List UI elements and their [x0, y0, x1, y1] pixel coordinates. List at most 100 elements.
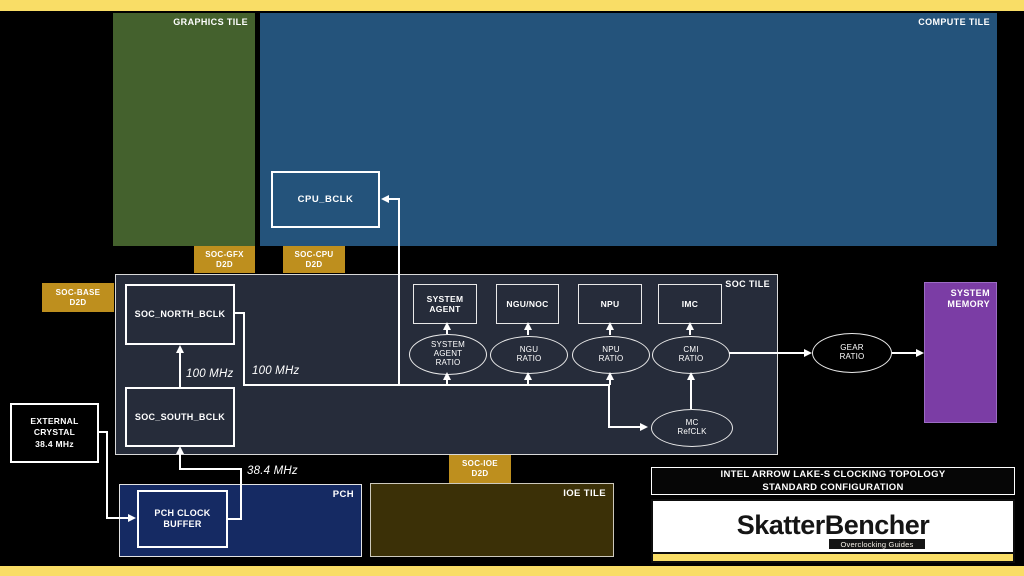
- arrow-into-ngu-ratio: [523, 372, 532, 380]
- skatterbencher-logo: SkatterBencher Overclocking Guides: [651, 499, 1015, 563]
- system-agent-ratio-label: SYSTEM AGENT RATIO: [430, 340, 466, 367]
- mc-refclk-ellipse: MC RefCLK: [651, 409, 733, 447]
- wire-crystal-down: [106, 431, 108, 519]
- system-agent-ratio-ellipse: SYSTEM AGENT RATIO: [409, 334, 487, 375]
- soc-north-bclk-box: SOC_NORTH_BCLK: [125, 284, 235, 345]
- cpu-bclk-box: CPU_BCLK: [271, 171, 380, 228]
- soc-gfx-d2d: SOC-GFX D2D: [194, 246, 255, 273]
- cmi-ratio-ellipse: CMI RATIO: [652, 336, 730, 374]
- soc-north-bclk-label: SOC_NORTH_BCLK: [134, 309, 226, 320]
- pch-clock-buffer-label: PCH CLOCK BUFFER: [154, 508, 211, 529]
- wire-buffer-up: [240, 468, 242, 520]
- arrow-into-ngu-noc: [523, 322, 532, 330]
- wire-north-down: [243, 312, 245, 386]
- wire-bus-down-to-refclk: [608, 384, 610, 428]
- soc-cpu-d2d: SOC-CPU D2D: [283, 246, 345, 273]
- diagram-title-box: INTEL ARROW LAKE-S CLOCKING TOPOLOGY STA…: [651, 467, 1015, 495]
- logo-tagline-text: Overclocking Guides: [840, 539, 914, 549]
- soc-south-bclk-box: SOC_SOUTH_BCLK: [125, 387, 235, 447]
- diagram-title-line2: STANDARD CONFIGURATION: [762, 482, 904, 493]
- gear-ratio-ellipse: GEAR RATIO: [812, 333, 892, 373]
- soc-ioe-d2d: SOC-IOE D2D: [449, 455, 511, 483]
- wire-bus-to-ngu-ratio: [527, 379, 529, 385]
- external-crystal-box: EXTERNAL CRYSTAL 38.4 MHz: [10, 403, 99, 463]
- wire-crystal-to-buffer: [106, 517, 128, 519]
- arrow-into-north-bclk: [175, 345, 184, 353]
- imc-box: IMC: [658, 284, 722, 324]
- arrow-into-imc: [685, 322, 694, 330]
- wire-gear-to-memory: [892, 352, 917, 354]
- arrow-into-cmi-ratio: [686, 372, 695, 380]
- wire-bus-to-sa-ratio: [446, 379, 448, 385]
- imc-label: IMC: [681, 298, 699, 309]
- soc-ioe-d2d-label: SOC-IOE D2D: [462, 459, 498, 478]
- system-agent-box: SYSTEM AGENT: [413, 284, 477, 324]
- soc-gfx-d2d-label: SOC-GFX D2D: [205, 249, 244, 269]
- arrow-into-system-memory: [916, 348, 924, 357]
- arrow-into-mc-refclk: [640, 422, 648, 431]
- arrow-into-pch-clock-buffer: [128, 513, 136, 522]
- wire-npu-ratio-to-box: [609, 329, 611, 335]
- external-crystal-label: EXTERNAL CRYSTAL 38.4 MHz: [30, 416, 79, 449]
- pch-tile-label: PCH: [332, 489, 354, 500]
- arrow-into-npu-ratio: [605, 372, 614, 380]
- wire-ngu-ratio-to-box: [527, 329, 529, 335]
- soc-tile: SOC TILE SOC_NORTH_BCLK SOC_SOUTH_BCLK S…: [115, 274, 778, 455]
- wire-buffer-left: [179, 468, 242, 470]
- wire-crystal-stub: [97, 431, 108, 433]
- wire-bus-to-cpu-horizontal: [388, 198, 398, 200]
- cmi-ratio-label: CMI RATIO: [678, 345, 704, 363]
- freq-label-bclk-line: 100 MHz: [252, 365, 300, 377]
- arrow-into-gear-ratio: [804, 348, 812, 357]
- soc-cpu-d2d-label: SOC-CPU D2D: [294, 249, 334, 269]
- arrow-into-south-bclk: [175, 446, 184, 454]
- npu-box: NPU: [578, 284, 642, 324]
- wire-refclk-horizontal: [608, 426, 640, 428]
- wire-100mhz-bus: [243, 384, 610, 386]
- top-accent-bar: [0, 0, 1024, 11]
- npu-label: NPU: [600, 298, 620, 309]
- system-memory-box: SYSTEM MEMORY: [924, 282, 997, 423]
- compute-tile: COMPUTE TILE CPU_BCLK: [260, 13, 997, 246]
- npu-ratio-ellipse: NPU RATIO: [572, 336, 650, 374]
- wire-north-stub: [235, 312, 245, 314]
- wire-buffer-to-south: [179, 452, 181, 470]
- ngu-noc-box: NGU/NOC: [496, 284, 559, 324]
- npu-ratio-label: NPU RATIO: [598, 345, 624, 363]
- ngu-noc-label: NGU/NOC: [506, 298, 549, 309]
- wire-cmi-ratio-to-imc: [689, 329, 691, 335]
- wire-bus-to-npu-ratio: [609, 379, 611, 385]
- soc-tile-label: SOC TILE: [725, 279, 770, 289]
- logo-tagline-bar: Overclocking Guides: [829, 539, 925, 549]
- mc-refclk-label: MC RefCLK: [677, 418, 707, 436]
- wire-bus-to-cpu-vertical: [398, 198, 400, 386]
- logo-white-panel: SkatterBencher Overclocking Guides: [653, 501, 1013, 552]
- bottom-accent-bar: [0, 566, 1024, 576]
- system-memory-label: SYSTEM MEMORY: [947, 288, 990, 310]
- cpu-bclk-label: CPU_BCLK: [297, 193, 354, 205]
- wire-sa-ratio-to-box: [446, 329, 448, 334]
- ngu-ratio-ellipse: NGU RATIO: [490, 336, 568, 374]
- graphics-tile: GRAPHICS TILE: [113, 13, 255, 246]
- soc-base-d2d: SOC-BASE D2D: [42, 283, 114, 312]
- system-agent-label: SYSTEM AGENT: [426, 293, 464, 314]
- arrow-into-sa-ratio: [442, 372, 451, 380]
- soc-south-bclk-label: SOC_SOUTH_BCLK: [134, 411, 226, 422]
- wire-refclk-to-cmi: [690, 379, 692, 409]
- arrow-into-system-agent: [442, 322, 451, 330]
- soc-base-d2d-label: SOC-BASE D2D: [55, 287, 101, 307]
- arrow-into-cpu-bclk: [381, 194, 389, 203]
- arrow-into-npu: [605, 322, 614, 330]
- graphics-tile-label: GRAPHICS TILE: [173, 17, 248, 27]
- logo-yellow-strip: [653, 554, 1013, 561]
- freq-label-south-north: 100 MHz: [186, 368, 234, 380]
- gear-ratio-label: GEAR RATIO: [839, 343, 865, 361]
- ngu-ratio-label: NGU RATIO: [516, 345, 542, 363]
- ioe-tile: IOE TILE: [370, 483, 614, 557]
- logo-brand-text: SkatterBencher: [736, 510, 930, 540]
- compute-tile-label: COMPUTE TILE: [918, 17, 990, 27]
- pch-clock-buffer-box: PCH CLOCK BUFFER: [137, 490, 228, 548]
- ioe-tile-label: IOE TILE: [563, 488, 606, 499]
- freq-label-pch-line: 38.4 MHz: [247, 465, 298, 477]
